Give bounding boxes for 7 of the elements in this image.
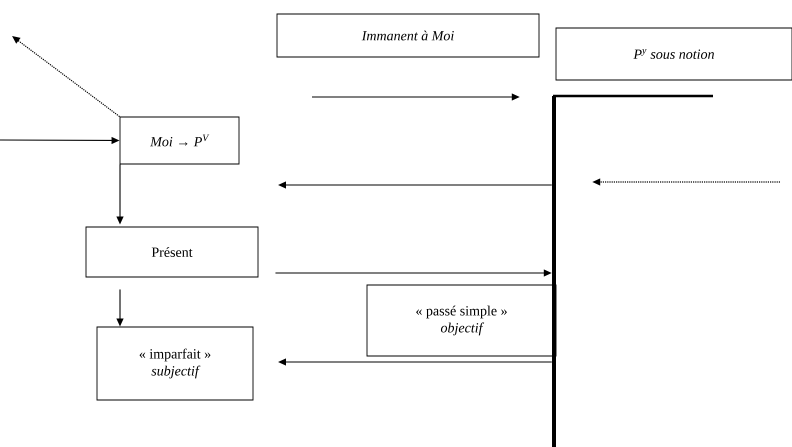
text-box: Présent [86, 226, 258, 278]
text-box: « passé simple » objectif [366, 284, 556, 356]
text-box: P$^{y}$ sous notion [556, 28, 792, 80]
text-box: Immanent à Moi [276, 14, 540, 58]
text-box: Moi → P$^{V}$ [120, 116, 240, 164]
text-box: « imparfait » subjectif [96, 326, 254, 400]
wall-bar [552, 94, 713, 447]
